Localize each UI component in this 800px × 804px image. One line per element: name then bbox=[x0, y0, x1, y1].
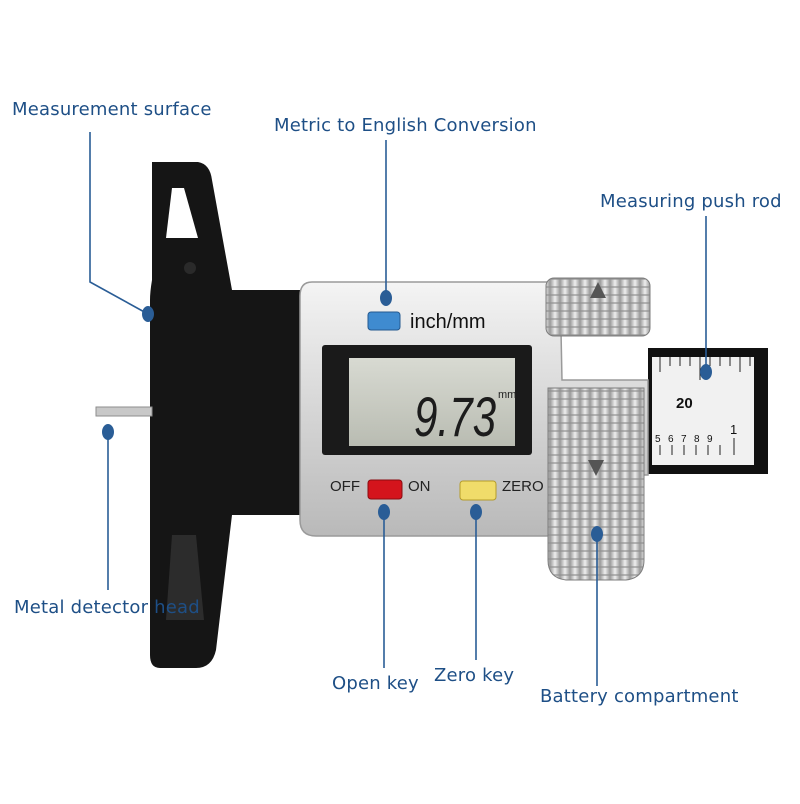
label-zero-key: Zero key bbox=[434, 665, 515, 686]
label-metric-english: Metric to English Conversion bbox=[274, 115, 537, 136]
lower-grip bbox=[547, 387, 645, 581]
scale-minor-label: 9 bbox=[707, 434, 713, 445]
dot-measurement-surface bbox=[142, 306, 154, 322]
handle-rivet bbox=[184, 262, 196, 274]
scale-minor-label: 6 bbox=[668, 434, 674, 445]
leader-measurement-surface bbox=[89, 132, 149, 315]
lcd-screen bbox=[349, 358, 515, 446]
scale-minor-label: 1 bbox=[730, 422, 737, 437]
leader-lines bbox=[89, 132, 707, 686]
scale-minor-label: 5 bbox=[655, 434, 661, 445]
grip-arrow-up bbox=[590, 282, 606, 298]
lcd-unit: mm bbox=[498, 389, 516, 401]
label-metal-head: Metal detector head bbox=[14, 597, 200, 618]
dot-zero-key bbox=[470, 504, 482, 520]
on-off-button[interactable] bbox=[367, 479, 403, 500]
dot-metal-head bbox=[102, 424, 114, 440]
grip-arrow-down bbox=[588, 460, 604, 476]
dot-battery bbox=[591, 526, 603, 542]
handle-window bbox=[166, 188, 198, 238]
dot-open-key bbox=[378, 504, 390, 520]
off-label: OFF bbox=[330, 478, 360, 495]
upper-grip bbox=[545, 277, 651, 337]
zero-button[interactable] bbox=[459, 480, 497, 501]
scale-minor-label: 8 bbox=[694, 434, 700, 445]
dot-metric-english bbox=[380, 290, 392, 306]
on-label: ON bbox=[408, 478, 431, 495]
zero-label: ZERO bbox=[502, 478, 544, 495]
label-battery: Battery compartment bbox=[540, 686, 739, 707]
label-push-rod: Measuring push rod bbox=[600, 191, 782, 212]
scale-minor-label: 7 bbox=[681, 434, 687, 445]
inch-mm-button[interactable] bbox=[367, 311, 401, 331]
scale-minor-labels: 5 6 7 8 9 1 bbox=[655, 422, 737, 445]
handle-rib bbox=[166, 535, 204, 620]
leader-dots bbox=[102, 290, 712, 542]
label-open-key: Open key bbox=[332, 673, 419, 694]
inch-mm-label: inch/mm bbox=[410, 311, 486, 333]
rod-ticks bbox=[659, 357, 751, 455]
metal-probe bbox=[95, 406, 153, 417]
lcd-reading: 9.73 bbox=[414, 385, 496, 448]
scale-major-label: 20 bbox=[676, 395, 693, 412]
dot-push-rod bbox=[700, 364, 712, 380]
label-measurement-surface: Measurement surface bbox=[12, 99, 212, 120]
